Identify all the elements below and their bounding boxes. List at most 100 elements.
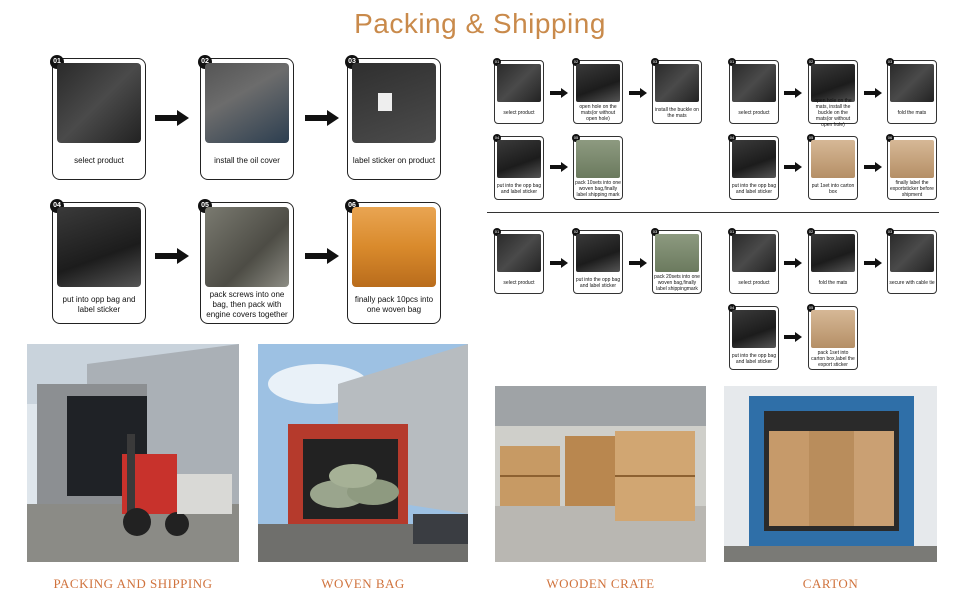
step-number: 04 bbox=[493, 134, 501, 142]
arrow-right-icon bbox=[550, 258, 568, 268]
carton-truck-photo bbox=[724, 386, 937, 562]
product-photo bbox=[497, 234, 541, 272]
step-number: 05 bbox=[572, 134, 580, 142]
step-label: select product bbox=[503, 279, 535, 286]
step-card-2: 02 install the oil cover bbox=[198, 55, 294, 180]
flow-d-step-5: 05 pack 1set into carton box,label the e… bbox=[807, 304, 858, 370]
product-photo bbox=[890, 140, 934, 178]
step-label: put into the opp bag and label sticker bbox=[575, 276, 621, 289]
arrow-right-icon bbox=[864, 162, 882, 172]
arrow-right-icon bbox=[784, 88, 802, 98]
arrow-right-icon bbox=[784, 162, 802, 172]
flow-c-step-1: 01 select product bbox=[493, 228, 544, 294]
step-label: open hole on the mats, install the buckl… bbox=[814, 98, 851, 128]
woven-bag-truck-photo bbox=[258, 344, 468, 562]
page-title: Packing & Shipping bbox=[354, 8, 606, 39]
arrow-right-icon bbox=[155, 110, 189, 126]
step-label: install the oil cover bbox=[214, 156, 280, 165]
flow-b-step-3: 03 fold the mats bbox=[886, 58, 937, 124]
product-photo bbox=[732, 310, 776, 348]
step-label: fold the mats bbox=[897, 109, 927, 116]
product-photo bbox=[655, 234, 699, 272]
flow-c-step-3: 03 pack 20sets into one woven bag,finall… bbox=[651, 228, 702, 294]
step-card-5: 05 pack screws into one bag, then pack w… bbox=[198, 199, 294, 324]
product-photo bbox=[655, 64, 699, 102]
flow-a-step-1: 01 select product bbox=[493, 58, 544, 124]
arrow-right-icon bbox=[629, 258, 647, 268]
step-number: 02 bbox=[572, 58, 580, 66]
step-number: 01 bbox=[728, 228, 736, 236]
step-number: 04 bbox=[728, 304, 736, 312]
step-number: 03 bbox=[651, 58, 659, 66]
product-photo bbox=[576, 64, 620, 102]
flow-b-step-4: 04 put into the opp bag and label sticke… bbox=[728, 134, 779, 200]
product-photo bbox=[57, 63, 141, 143]
arrow-right-icon bbox=[784, 332, 802, 342]
step-label: finally pack 10pcs into one woven bag bbox=[354, 295, 434, 314]
flow-d-step-3: 03 secure with cable tie bbox=[886, 228, 937, 294]
step-card-4: 04 put into opp bag and label sticker bbox=[50, 199, 146, 324]
step-number: 04 bbox=[728, 134, 736, 142]
step-label: pack screws into one bag, then pack with… bbox=[206, 290, 288, 319]
step-number: 05 bbox=[807, 134, 815, 142]
caption-woven-bag: WOVEN BAG bbox=[321, 576, 405, 591]
sticker-icon bbox=[378, 93, 392, 111]
arrow-right-icon bbox=[305, 248, 339, 264]
step-number: 02 bbox=[807, 228, 815, 236]
step-number: 05 bbox=[807, 304, 815, 312]
flow-b-step-6: 06 finally label the exportsticker befor… bbox=[886, 134, 937, 200]
product-photo bbox=[732, 140, 776, 178]
step-number: 03 bbox=[886, 58, 894, 66]
arrow-right-icon bbox=[550, 162, 568, 172]
step-label: select product bbox=[738, 109, 770, 116]
product-photo bbox=[732, 234, 776, 272]
caption-wooden-crate: WOODEN CRATE bbox=[546, 576, 655, 591]
product-photo bbox=[497, 140, 541, 178]
product-photo bbox=[57, 207, 141, 287]
step-label: pack 10sets into one woven bag,finally l… bbox=[575, 179, 621, 198]
flow-d-step-1: 01 select product bbox=[728, 228, 779, 294]
step-number: 01 bbox=[493, 58, 501, 66]
step-label: put into opp bag and label sticker bbox=[62, 295, 136, 314]
product-photo bbox=[811, 310, 855, 348]
product-photo bbox=[811, 64, 855, 102]
step-label: put into the opp bag and label sticker bbox=[731, 352, 777, 365]
caption-packing-shipping: PACKING AND SHIPPING bbox=[53, 576, 213, 591]
flow-b-step-5: 05 put 1set into carton box bbox=[807, 134, 858, 200]
flow-a-step-5: 05 pack 10sets into one woven bag,finall… bbox=[572, 134, 623, 200]
arrow-right-icon bbox=[784, 258, 802, 268]
product-photo bbox=[732, 64, 776, 102]
wooden-crate-photo bbox=[495, 386, 706, 562]
step-label: label sticker on product bbox=[352, 156, 436, 165]
step-label: put into the opp bag and label sticker bbox=[731, 182, 777, 195]
arrow-right-icon bbox=[550, 88, 568, 98]
step-number: 03 bbox=[886, 228, 894, 236]
product-photo bbox=[497, 64, 541, 102]
flow-d-step-2: 02 fold the mats bbox=[807, 228, 858, 294]
product-photo bbox=[352, 63, 436, 143]
step-number: 06 bbox=[886, 134, 894, 142]
arrow-right-icon bbox=[155, 248, 189, 264]
step-number: 01 bbox=[728, 58, 736, 66]
arrow-right-icon bbox=[864, 258, 882, 268]
product-photo bbox=[890, 234, 934, 272]
flow-a-step-2: 02 open hole on the mats(or without open… bbox=[572, 58, 623, 124]
step-number: 01 bbox=[493, 228, 501, 236]
step-label: pack 1set into carton box,label the expo… bbox=[811, 349, 855, 368]
step-number: 02 bbox=[572, 228, 580, 236]
product-photo bbox=[205, 63, 289, 143]
arrow-right-icon bbox=[629, 88, 647, 98]
step-number: 03 bbox=[651, 228, 659, 236]
product-photo bbox=[811, 234, 855, 272]
flow-c-step-2: 02 put into the opp bag and label sticke… bbox=[572, 228, 623, 294]
step-label: pack 20sets into one woven bag,finally l… bbox=[654, 273, 700, 292]
truck-loading-photo bbox=[27, 344, 239, 562]
step-card-1: 01 select product bbox=[50, 55, 146, 180]
product-photo bbox=[576, 234, 620, 272]
arrow-right-icon bbox=[305, 110, 339, 126]
flow-a-step-4: 04 put into the opp bag and label sticke… bbox=[493, 134, 544, 200]
product-photo bbox=[811, 140, 855, 178]
step-label: finally label the exportsticker before s… bbox=[890, 179, 934, 198]
product-photo bbox=[352, 207, 436, 287]
step-label: select product bbox=[74, 156, 124, 165]
